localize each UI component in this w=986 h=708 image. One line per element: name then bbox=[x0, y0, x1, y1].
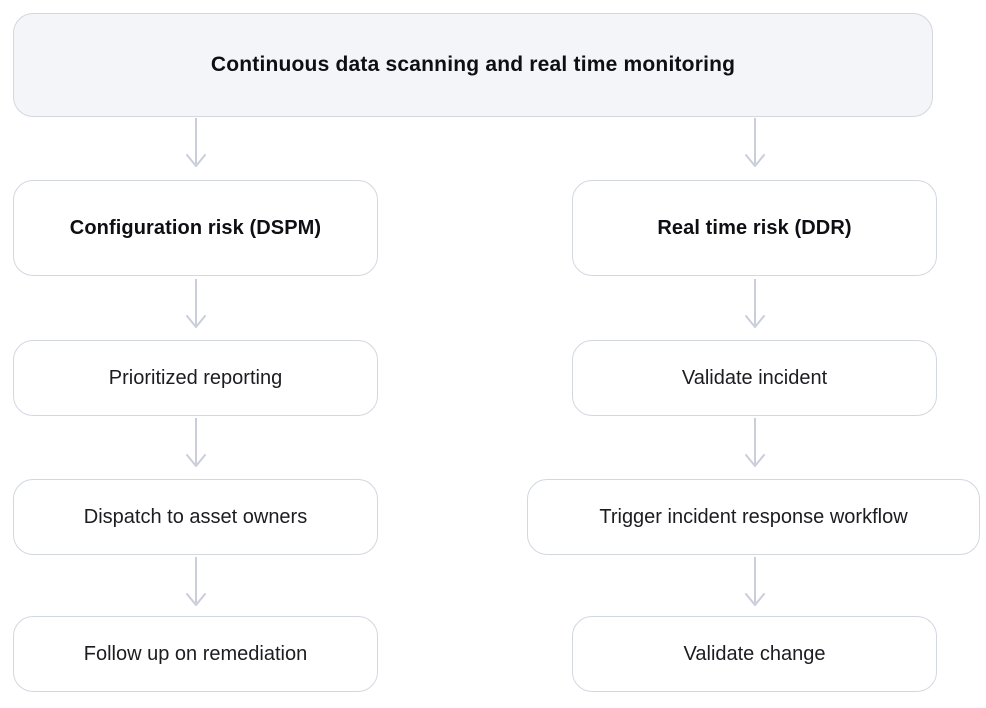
node-real-time-risk-ddr: Real time risk (DDR) bbox=[572, 180, 937, 276]
node-prioritized-reporting: Prioritized reporting bbox=[13, 340, 378, 416]
node-root-continuous-scanning: Continuous data scanning and real time m… bbox=[13, 13, 933, 117]
node-validate-change: Validate change bbox=[572, 616, 937, 692]
down-arrow-icon bbox=[743, 418, 767, 476]
node-label: Configuration risk (DSPM) bbox=[69, 216, 322, 239]
down-arrow-icon bbox=[184, 118, 208, 176]
down-arrow-icon bbox=[184, 557, 208, 615]
down-arrow-icon bbox=[184, 418, 208, 476]
node-label: Continuous data scanning and real time m… bbox=[210, 52, 736, 76]
node-label: Follow up on remediation bbox=[83, 642, 308, 665]
node-label: Validate change bbox=[683, 642, 826, 665]
down-arrow-icon bbox=[184, 279, 208, 337]
down-arrow-icon bbox=[743, 279, 767, 337]
node-label: Trigger incident response workflow bbox=[599, 505, 908, 528]
down-arrow-icon bbox=[743, 118, 767, 176]
node-label: Validate incident bbox=[681, 366, 828, 389]
down-arrow-icon bbox=[743, 557, 767, 615]
node-follow-up-on-remediation: Follow up on remediation bbox=[13, 616, 378, 692]
node-label: Dispatch to asset owners bbox=[83, 505, 308, 528]
node-dispatch-to-asset-owners: Dispatch to asset owners bbox=[13, 479, 378, 555]
node-configuration-risk-dspm: Configuration risk (DSPM) bbox=[13, 180, 378, 276]
node-validate-incident: Validate incident bbox=[572, 340, 937, 416]
node-trigger-incident-response-workflow: Trigger incident response workflow bbox=[527, 479, 980, 555]
node-label: Real time risk (DDR) bbox=[657, 216, 852, 239]
node-label: Prioritized reporting bbox=[108, 366, 283, 389]
